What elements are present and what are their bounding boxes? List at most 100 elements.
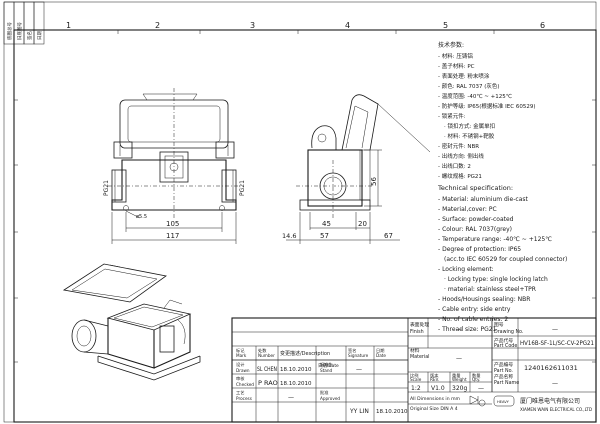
spec-en-line: - Locking element:: [438, 266, 494, 273]
dimensions-note: All Dimensions in mm: [410, 396, 461, 402]
spec-en-line: - Material,cover: PC: [438, 206, 497, 213]
original-size-note: Original Size DIN A 4: [410, 406, 458, 412]
side-view: 45 20 14.6 57 67 56: [282, 94, 431, 244]
approved-label-cn: 批准: [320, 389, 328, 396]
spec-en-line: (acc.to IEC 60529 for coupled connector): [444, 256, 567, 263]
spec-cn-line: - 材料: 压铸铝: [438, 52, 473, 60]
approved-name: YY LIN: [349, 408, 369, 415]
spec-cn-line: - 密封元件: NBR: [438, 142, 479, 150]
scale-label-cn: 比例: [410, 372, 418, 379]
checked-name: P RAO: [258, 379, 278, 387]
material-label-cn: 材料: [410, 347, 420, 354]
approved-date: 18.10.2010: [376, 409, 408, 415]
spec-en-line: - Material: aluminium die-cast: [438, 196, 528, 203]
weight-label-en: Weight: [452, 377, 467, 382]
spec-en-line: · material: stainless steel+TPR: [444, 286, 536, 293]
dim-56: 56: [370, 177, 378, 186]
spec-en-title: Technical specification:: [437, 184, 513, 192]
header-sign-cn: 签名: [348, 347, 356, 354]
spec-en-line: - Surface: powder-coated: [438, 216, 514, 223]
qty-label-cn: 数量: [472, 372, 480, 379]
dim-105: 105: [166, 220, 179, 228]
side-label: 旧底图号: [16, 22, 23, 40]
drawing-no-label-en: Drawing No.: [494, 329, 523, 335]
header-date2-en: Date: [376, 353, 386, 358]
drawn-name: SL CHEN: [257, 365, 277, 373]
drawn-date: 18.10.2010: [280, 367, 312, 373]
part-no-value: 1240162611031: [524, 364, 578, 372]
col-label: 1: [66, 21, 71, 30]
approved-label-en: Approved: [320, 396, 340, 401]
drawing-no-label-cn: 图号: [494, 322, 504, 328]
finish-label-cn: 表面处理: [410, 321, 429, 328]
part-name-label-cn: 产品名称: [494, 373, 513, 380]
part-code-value: HV16B-SF-1L/SC-CV-2PG21: [520, 340, 594, 347]
scale-value: 1:2: [411, 385, 421, 392]
dim-57: 57: [320, 232, 329, 240]
side-label: 底图总号: [6, 22, 13, 40]
drawn-label-cn: 设计: [236, 361, 244, 368]
spec-cn-line: - 出线口数: 2: [438, 162, 471, 170]
header-date2-cn: 日期: [376, 348, 384, 354]
spec-cn-line: - 防护等级: IP65(根据标准 IEC 60529): [438, 102, 536, 110]
spec-en-line: - Hoods/Housings sealing: NBR: [438, 296, 530, 303]
material-label-en: Material: [410, 354, 430, 360]
part-no-label-en: Part No.: [494, 368, 513, 374]
checked-label-cn: 审核: [236, 375, 245, 382]
side-label: 签名: [26, 31, 33, 40]
checked-date: 18.10.2010: [280, 381, 312, 387]
side-label: 日期: [37, 31, 43, 40]
spec-cn-line: - 颜色: RAL 7037 (灰色): [438, 82, 500, 90]
side-label-strip: 底图总号 旧底图号 签名 日期: [3, 1, 45, 45]
checked-label-en: Checked: [236, 382, 254, 387]
finish-label-en: Finish: [410, 329, 424, 335]
header-date: 日期/Date: [318, 363, 339, 369]
rev-label-cn: 版本: [430, 372, 439, 379]
spec-cn-line: · 锁扣方式: 金属单扣: [444, 122, 495, 130]
col-label: 4: [345, 21, 350, 30]
part-code-label-cn: 产品代号: [494, 337, 513, 344]
header-qty-cn: 处数: [258, 347, 267, 354]
part-name-value: —: [552, 380, 558, 387]
spec-en-line: - Degree of protection: IP65: [438, 246, 521, 253]
drawn-label-en: Drawn: [236, 368, 250, 373]
rev-value: V1.0: [431, 385, 445, 392]
spec-cn-line: - 温度范围: -40℃ ~ +125℃: [438, 92, 512, 100]
header-mark-en: Mark: [236, 353, 247, 358]
finish-value: —: [456, 326, 462, 333]
part-name-label-en: Part Name: [494, 380, 519, 386]
weight-value: 320g: [452, 385, 467, 392]
dim-20: 20: [358, 220, 367, 228]
part-code-label-en: Part Code: [494, 343, 517, 349]
spec-en: Technical specification: - Material: alu…: [437, 184, 567, 333]
spec-en-line: - No. of cable entries: 2: [438, 316, 508, 323]
title-block: 表面处理 Finish — 图号 Drawing No. — 材料 Materi…: [231, 317, 597, 423]
qty-value: —: [478, 385, 484, 392]
dim-45: 45: [322, 220, 331, 228]
header-mark-cn: 标记: [236, 347, 245, 354]
process-label-en: Process: [236, 396, 252, 401]
std-value: —: [356, 366, 362, 373]
spec-cn-line: - 盖子材料: PC: [438, 62, 475, 70]
front-view: 105 117 ø5.5 PG21 PG21: [103, 88, 246, 244]
spec-cn-title: 技术参数:: [438, 41, 464, 49]
rev-label-en: REV.: [430, 377, 439, 382]
weight-label-cn: 重量: [452, 372, 460, 379]
company-logo-text: HEAVY: [497, 400, 510, 404]
header-sign-en: Signature: [348, 353, 369, 358]
header-qty-en: Number: [258, 353, 275, 358]
company-logo: [493, 395, 515, 407]
part-no-label-cn: 产品编号: [494, 361, 513, 368]
spec-en-line: - Cable entry: side entry: [438, 306, 511, 313]
col-label: 5: [443, 21, 448, 30]
spec-cn-line: - 锁紧元件:: [438, 112, 466, 120]
dim-67: 67: [384, 232, 393, 240]
thread-label-right: PG21: [239, 180, 246, 196]
spec-cn-line: - 出线方向: 侧出线: [438, 152, 484, 160]
process-value: —: [288, 394, 294, 401]
qty-label-en: Qty.: [472, 377, 480, 382]
spec-cn-line: · 材料: 不锈钢+靶胶: [444, 132, 495, 140]
spec-en-line: - Thread size: PG21: [438, 326, 497, 333]
header-description: 变更描述/Description: [280, 350, 330, 357]
